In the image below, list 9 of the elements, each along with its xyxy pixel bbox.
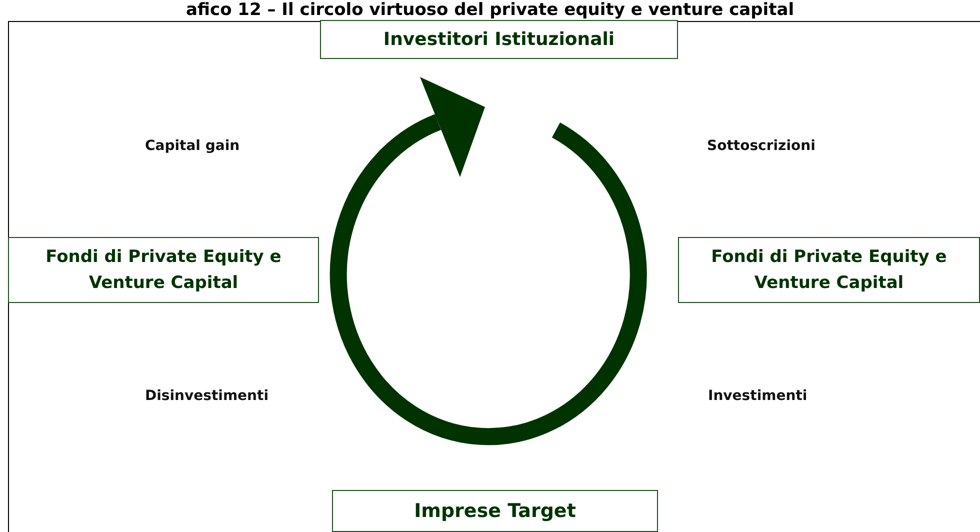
flow-label: Investimenti	[708, 388, 808, 404]
text-box: Fondi di Private Equity e Venture Capital	[8, 237, 319, 303]
text-box: Fondi di Private Equity e Venture Capital	[678, 237, 980, 303]
text-box: Imprese Target	[332, 490, 658, 532]
chart-title: afico 12 – Il circolo virtuoso del private equity e venture capital	[184, 0, 796, 20]
flow-label: Capital gain	[145, 138, 240, 154]
flow-label: Sottoscrizioni	[707, 138, 816, 154]
flow-label: Disinvestimenti	[145, 388, 269, 404]
text-box: Investitori Istituzionali	[320, 20, 678, 59]
